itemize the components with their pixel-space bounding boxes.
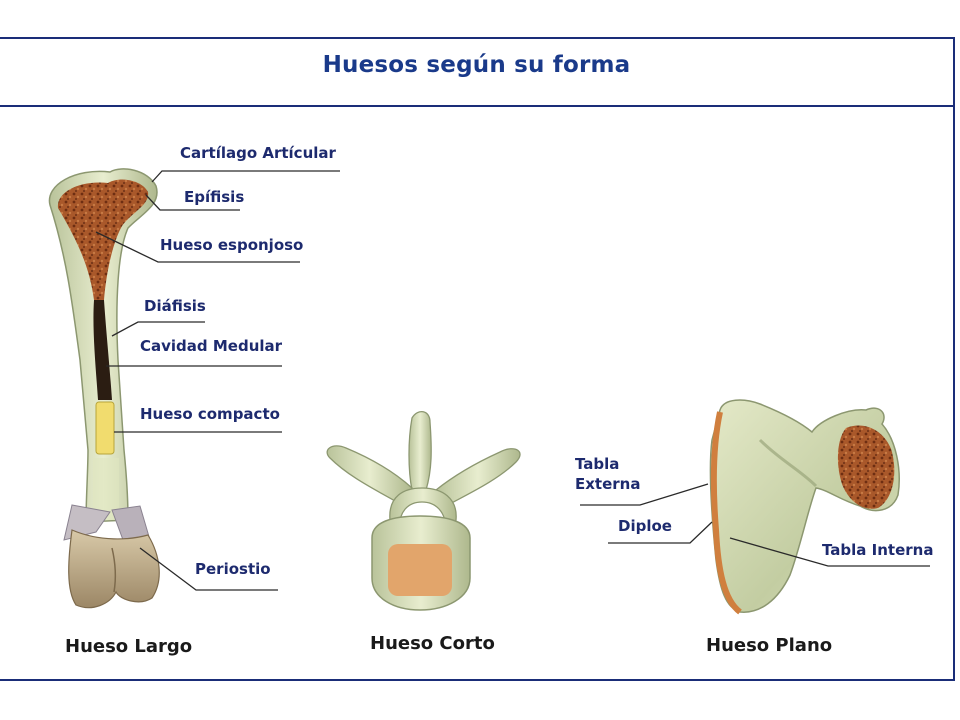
- label-cartilago-articular: Cartílago Artícular: [180, 144, 336, 162]
- label-diploe: Diploe: [618, 517, 672, 535]
- label-tabla-externa-line2: Externa: [575, 475, 641, 493]
- label-tabla-externa-line1: Tabla: [575, 455, 620, 473]
- caption-hueso-largo: Hueso Largo: [65, 636, 193, 657]
- long-bone-illustration: [48, 168, 160, 609]
- diagram-frame: [0, 37, 955, 681]
- label-diafisis: Diáfisis: [144, 297, 206, 315]
- leader-lines: [95, 170, 930, 591]
- label-periostio: Periostio: [195, 560, 271, 578]
- title-band: [0, 39, 953, 107]
- short-bone-illustration: [326, 411, 521, 611]
- label-tabla-interna: Tabla Interna: [822, 541, 934, 559]
- label-hueso-compacto: Hueso compacto: [140, 405, 280, 423]
- flat-bone-illustration: [709, 399, 900, 615]
- caption-hueso-plano: Hueso Plano: [706, 635, 833, 656]
- label-epifisis: Epífisis: [184, 188, 245, 206]
- label-cavidad-medular: Cavidad Medular: [140, 337, 283, 355]
- diagram-title: Huesos según su forma: [322, 52, 631, 78]
- caption-hueso-corto: Hueso Corto: [370, 633, 495, 654]
- label-hueso-esponjoso: Hueso esponjoso: [160, 236, 304, 254]
